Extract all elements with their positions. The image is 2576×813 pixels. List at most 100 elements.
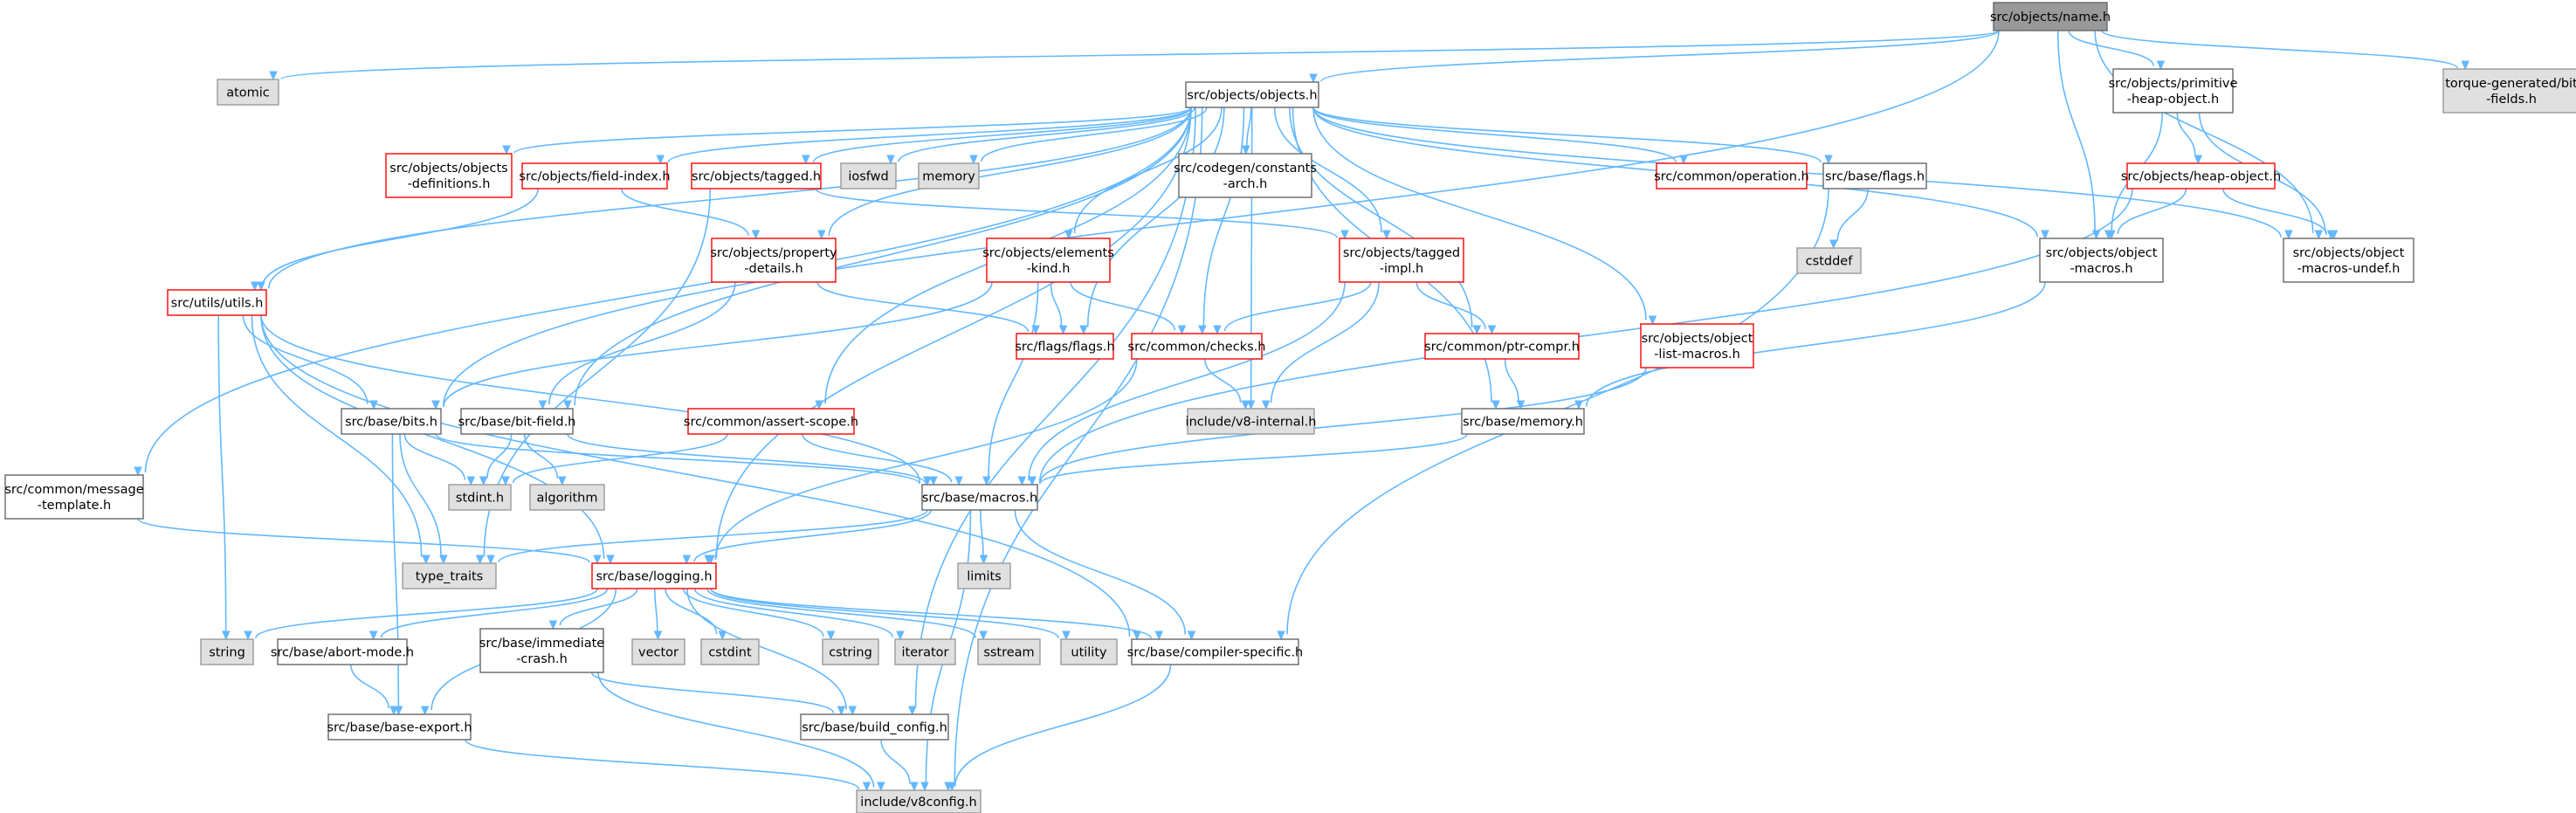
- edge-objects-h-to-codegen-constants: [1242, 107, 1252, 155]
- node-sstream: sstream: [977, 638, 1041, 665]
- arrowhead: [982, 476, 991, 486]
- arrowhead: [475, 555, 485, 565]
- node-message-template[interactable]: src/common/message -template.h: [4, 474, 144, 520]
- node-heap-object[interactable]: src/objects/heap-object.h: [2121, 162, 2281, 189]
- node-bit-field[interactable]: src/base/bit-field.h: [458, 408, 576, 435]
- node-box: [957, 562, 1011, 589]
- edge-elements-kind-to-base-macros: [982, 281, 1039, 486]
- node-algorithm: algorithm: [529, 484, 605, 511]
- arrowhead: [2107, 230, 2116, 240]
- node-ptr-compr[interactable]: src/common/ptr-compr.h: [1424, 333, 1580, 360]
- edge-tagged-impl-to-common-checks: [1213, 281, 1372, 335]
- node-utility: utility: [1060, 638, 1118, 665]
- node-flags-flags[interactable]: src/flags/flags.h: [1015, 333, 1115, 360]
- arrowhead: [466, 476, 476, 486]
- node-property-details[interactable]: src/objects/property-details.h: [710, 238, 837, 283]
- node-abort-mode[interactable]: src/base/abort-mode.h: [271, 638, 414, 665]
- node-label-line: src/common/assert-scope.h: [684, 416, 858, 430]
- edge-tagged-h-to-tagged-impl: [815, 188, 1349, 240]
- edge-objects-h-to-objects-definitions: [502, 107, 1192, 155]
- node-label-line: src/flags/flags.h: [1015, 341, 1114, 355]
- node-codegen-constants[interactable]: src/codegen/constants-arch.h: [1174, 153, 1317, 198]
- node-object-macros[interactable]: src/objects/object-macros.h: [2039, 238, 2164, 283]
- node-v8-internal: include/v8-internal.h: [1186, 408, 1316, 435]
- node-base-flags[interactable]: src/base/flags.h: [1822, 162, 1927, 189]
- edge-base-logging-to-abort-mode: [368, 588, 609, 641]
- arrowhead: [501, 476, 510, 486]
- node-label-line: src/objects/objects.h: [1187, 89, 1317, 103]
- node-label-line: src/base/build_config.h: [802, 721, 947, 735]
- node-immediate-crash[interactable]: src/base/immediate-crash.h: [479, 628, 605, 673]
- node-label-line: src/objects/object: [1642, 332, 1753, 346]
- edge-objects-h-to-base-flags: [1312, 107, 1833, 165]
- node-base-bits[interactable]: src/base/bits.h: [341, 408, 442, 435]
- node-name-h[interactable]: src/objects/name.h: [1990, 2, 2111, 31]
- arrowhead: [1177, 325, 1187, 335]
- arrowhead: [1213, 325, 1222, 335]
- node-label-line: src/common/message: [4, 483, 143, 497]
- arrowhead: [704, 555, 713, 565]
- node-assert-scope[interactable]: src/common/assert-scope.h: [684, 408, 858, 435]
- node-label-line: src/base/immediate: [479, 637, 605, 651]
- node-label-line: -template.h: [38, 499, 112, 513]
- edge-base-bits-to-base-export: [391, 433, 403, 716]
- edge-name-h-to-object-macros-undef: [2094, 30, 2324, 240]
- arrowhead: [606, 555, 615, 565]
- node-elements-kind[interactable]: src/objects/elements-kind.h: [982, 238, 1114, 283]
- arrowhead: [682, 555, 692, 565]
- node-base-memory[interactable]: src/base/memory.h: [1461, 408, 1585, 435]
- node-build-config[interactable]: src/base/build_config.h: [800, 713, 949, 741]
- edge-elements-kind-to-common-checks: [1070, 281, 1187, 335]
- node-label-line: iterator: [902, 646, 949, 660]
- node-object-list-macros[interactable]: src/objects/object-list-macros.h: [1640, 323, 1754, 369]
- node-label-line: -arch.h: [1223, 177, 1268, 191]
- edge-objects-h-to-build-config: [907, 107, 1196, 716]
- edge-base-macros-to-type-traits: [486, 509, 928, 565]
- node-label-line: src/objects/elements: [982, 246, 1114, 260]
- node-box: [800, 713, 949, 741]
- arrowhead: [907, 706, 917, 716]
- arrowhead: [244, 630, 252, 641]
- arrowhead: [1648, 315, 1657, 326]
- node-label-line: src/base/logging.h: [596, 570, 712, 584]
- node-objects-h[interactable]: src/objects/objects.h: [1185, 81, 1319, 108]
- node-base-logging[interactable]: src/base/logging.h: [591, 562, 717, 589]
- arrowhead: [944, 782, 953, 792]
- node-box: [2126, 162, 2276, 189]
- edge-objects-h-to-iosfwd: [886, 107, 1195, 165]
- node-common-checks[interactable]: src/common/checks.h: [1128, 333, 1266, 360]
- node-box: [691, 162, 822, 189]
- edge-base-bits-to-stdint-h: [403, 433, 476, 486]
- arrowhead: [548, 620, 558, 630]
- node-label-line: src/base/macros.h: [922, 492, 1037, 506]
- arrowhead: [1824, 155, 1833, 165]
- edge-objects-h-to-common-checks: [1198, 107, 1245, 335]
- node-compiler-specific[interactable]: src/base/compiler-specific.h: [1127, 638, 1304, 665]
- edge-immediate-crash-to-v8config: [597, 672, 885, 792]
- arrowhead: [1516, 400, 1526, 410]
- edge-name-h-to-object-macros: [2056, 30, 2101, 240]
- edge-compiler-specific-to-v8config: [944, 664, 1172, 792]
- node-box: [4, 474, 144, 520]
- arrowhead: [1309, 73, 1318, 84]
- node-string: string: [200, 638, 254, 665]
- node-utils-h[interactable]: src/utils/utils.h: [167, 289, 267, 316]
- node-field-index[interactable]: src/objects/field-index.h: [519, 162, 671, 189]
- edge-primitive-heap-to-heap-object: [2176, 112, 2203, 165]
- node-objects-definitions[interactable]: src/objects/objects-definitions.h: [385, 153, 513, 198]
- node-box: [277, 638, 408, 665]
- node-label-line: -macros.h: [2070, 262, 2132, 276]
- node-object-macros-undef[interactable]: src/objects/object-macros-undef.h: [2283, 238, 2414, 283]
- node-base-export[interactable]: src/base/base-export.h: [327, 713, 472, 741]
- node-primitive-heap[interactable]: src/objects/primitive-heap-object.h: [2109, 68, 2238, 114]
- node-tagged-h[interactable]: src/objects/tagged.h: [691, 162, 822, 189]
- node-tagged-impl[interactable]: src/objects/tagged-impl.h: [1339, 238, 1464, 283]
- node-common-operation[interactable]: src/common/operation.h: [1654, 162, 1809, 189]
- edge-name-h-to-atomic: [269, 30, 2000, 81]
- edge-bit-field-to-stdint-h: [479, 433, 513, 486]
- edge-elements-kind-to-flags-flags: [1050, 281, 1068, 335]
- node-box: [1187, 408, 1315, 435]
- node-box: [591, 562, 717, 589]
- node-base-macros[interactable]: src/base/macros.h: [921, 484, 1038, 511]
- node-label-line: type_traits: [416, 570, 483, 584]
